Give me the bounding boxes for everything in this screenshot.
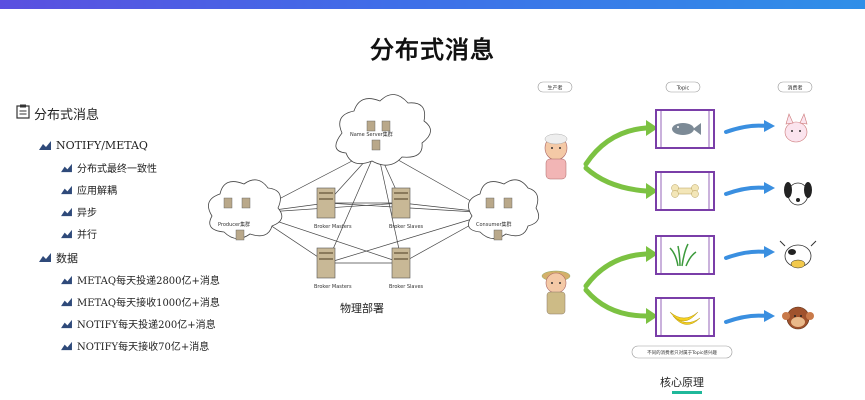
consumer-cloud: Consumer集群 — [468, 179, 540, 241]
producer-cloud: Producer集群 — [208, 179, 283, 241]
network-links — [251, 147, 493, 264]
svg-text:Broker Masters: Broker Masters — [314, 224, 352, 230]
outline-item-data: 数据 — [38, 248, 78, 267]
list-item: NOTIFY每天投递200亿+消息 — [60, 314, 216, 333]
list-item: 异步 — [60, 202, 97, 221]
list-item: 并行 — [60, 224, 97, 243]
consumer-label: Consumer集群 — [476, 221, 512, 228]
group-icon — [60, 314, 73, 333]
consumer-arrows — [724, 123, 768, 324]
group-icon — [60, 292, 73, 311]
topic-bone — [655, 171, 715, 211]
clipboard-icon — [16, 104, 30, 123]
producer-label: Producer集群 — [218, 221, 250, 228]
cow-icon — [779, 240, 817, 269]
outline-root-label: 分布式消息 — [34, 108, 100, 123]
header-consumer: 消费者 — [777, 81, 813, 93]
svg-text:生产者: 生产者 — [547, 85, 562, 92]
producer-farmer-icon — [541, 270, 571, 315]
producer-elder-icon — [544, 133, 568, 180]
monkey-icon — [782, 306, 814, 330]
broker-master-1: Broker Masters — [314, 187, 352, 230]
group-icon — [60, 180, 73, 199]
deployment-caption: 物理部署 — [340, 302, 384, 315]
producer-arrows — [583, 125, 649, 319]
outline-root: 分布式消息 — [16, 104, 99, 123]
dog-icon — [784, 182, 812, 206]
svg-text:Broker Slaves: Broker Slaves — [389, 224, 424, 230]
svg-text:Topic: Topic — [676, 86, 690, 92]
note-box: 不同的消费者只对属于Topic感兴趣 — [631, 345, 733, 359]
principle-caption: 核心原理 — [660, 376, 704, 389]
broker-slave-2: Broker Slaves — [389, 247, 424, 290]
svg-text:消费者: 消费者 — [787, 85, 802, 92]
topic-fish — [655, 109, 715, 149]
svg-text:Broker Masters: Broker Masters — [314, 284, 352, 290]
bone-icon — [671, 184, 699, 198]
list-item: 分布式最终一致性 — [60, 158, 157, 177]
group-icon — [60, 158, 73, 177]
slide-title: 分布式消息 — [370, 36, 495, 64]
list-item: METAQ每天接收1000亿+消息 — [60, 292, 220, 311]
svg-text:不同的消费者只对属于Topic感兴趣: 不同的消费者只对属于Topic感兴趣 — [647, 349, 717, 356]
caption-underline — [672, 391, 702, 394]
list-item: 应用解耦 — [60, 180, 117, 199]
group-icon — [60, 270, 73, 289]
list-item: NOTIFY每天接收70亿+消息 — [60, 336, 209, 355]
arrowheads-blue — [764, 120, 775, 322]
arrowheads-green — [646, 120, 658, 324]
banana-icon — [669, 311, 701, 325]
list-item: METAQ每天投递2800亿+消息 — [60, 270, 220, 289]
deployment-svg: Name Server集群 Producer集群 Consumer集群 Brok… — [208, 94, 540, 290]
group-icon — [60, 224, 73, 243]
group-icon — [60, 202, 73, 221]
name-server-label: Name Server集群 — [350, 131, 393, 138]
svg-text:Broker Slaves: Broker Slaves — [389, 284, 424, 290]
broker-slave-1: Broker Slaves — [389, 187, 424, 230]
group-icon — [38, 248, 52, 267]
fish-icon — [672, 123, 701, 135]
header-topic: Topic — [665, 81, 701, 93]
top-banner — [0, 0, 865, 9]
group-icon — [60, 336, 73, 355]
header-producer: 生产者 — [537, 81, 573, 93]
outline-item-notify: NOTIFY/METAQ — [38, 136, 148, 155]
grass-icon — [669, 243, 697, 267]
deployment-diagram: Name Server集群 Producer集群 Consumer集群 Brok… — [192, 88, 542, 328]
principle-svg: 生产者 Topic 消费者 — [537, 81, 817, 359]
broker-master-2: Broker Masters — [314, 247, 352, 290]
group-icon — [38, 136, 52, 155]
topic-banana — [655, 297, 715, 337]
principle-diagram: 生产者 Topic 消费者 — [528, 76, 848, 389]
topic-grass — [655, 235, 715, 275]
name-server-cloud: Name Server集群 — [335, 94, 431, 166]
cat-icon — [784, 113, 808, 143]
